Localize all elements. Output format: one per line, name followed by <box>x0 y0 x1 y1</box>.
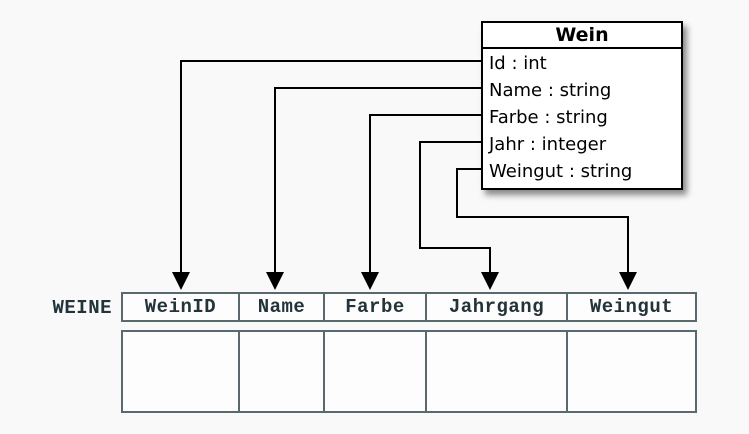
class-attribute-id: Id : int <box>489 53 547 74</box>
column-header-weingut: Weingut <box>566 294 695 320</box>
class-attribute-list: Id : int Name : string Farbe : string Ja… <box>483 49 681 188</box>
table-cell <box>323 332 425 411</box>
class-attribute-weingut: Weingut : string <box>489 161 633 182</box>
arrowhead-name <box>266 272 284 290</box>
column-header-farbe: Farbe <box>323 294 425 320</box>
arrowhead-weingut <box>619 272 637 290</box>
class-title: Wein <box>483 23 681 49</box>
table-empty-row <box>121 330 697 413</box>
class-attribute-farbe: Farbe : string <box>489 107 608 128</box>
column-header-name: Name <box>238 294 323 320</box>
column-header-jahrgang: Jahrgang <box>425 294 566 320</box>
column-header-weinid: WeinID <box>144 296 217 318</box>
connector-farbe-to-farbe <box>361 114 482 290</box>
uml-class-wein: Wein Id : int Name : string Farbe : stri… <box>481 21 683 190</box>
connector-name-to-name <box>266 87 482 290</box>
table-header-row: WeinID Name Farbe Jahrgang Weingut <box>121 292 697 322</box>
class-attribute-name: Name : string <box>489 80 612 101</box>
table-cell <box>425 332 566 411</box>
arrowhead-farbe <box>361 272 379 290</box>
table-cell <box>123 332 238 411</box>
table-cell <box>566 332 695 411</box>
class-attribute-jahr: Jahr : integer <box>489 134 607 155</box>
table-name-label: WEINE <box>52 297 112 319</box>
table-cell <box>238 332 323 411</box>
arrowhead-weinid <box>172 272 190 290</box>
connector-id-to-weinid <box>172 60 482 290</box>
arrowhead-jahrgang <box>481 272 499 290</box>
